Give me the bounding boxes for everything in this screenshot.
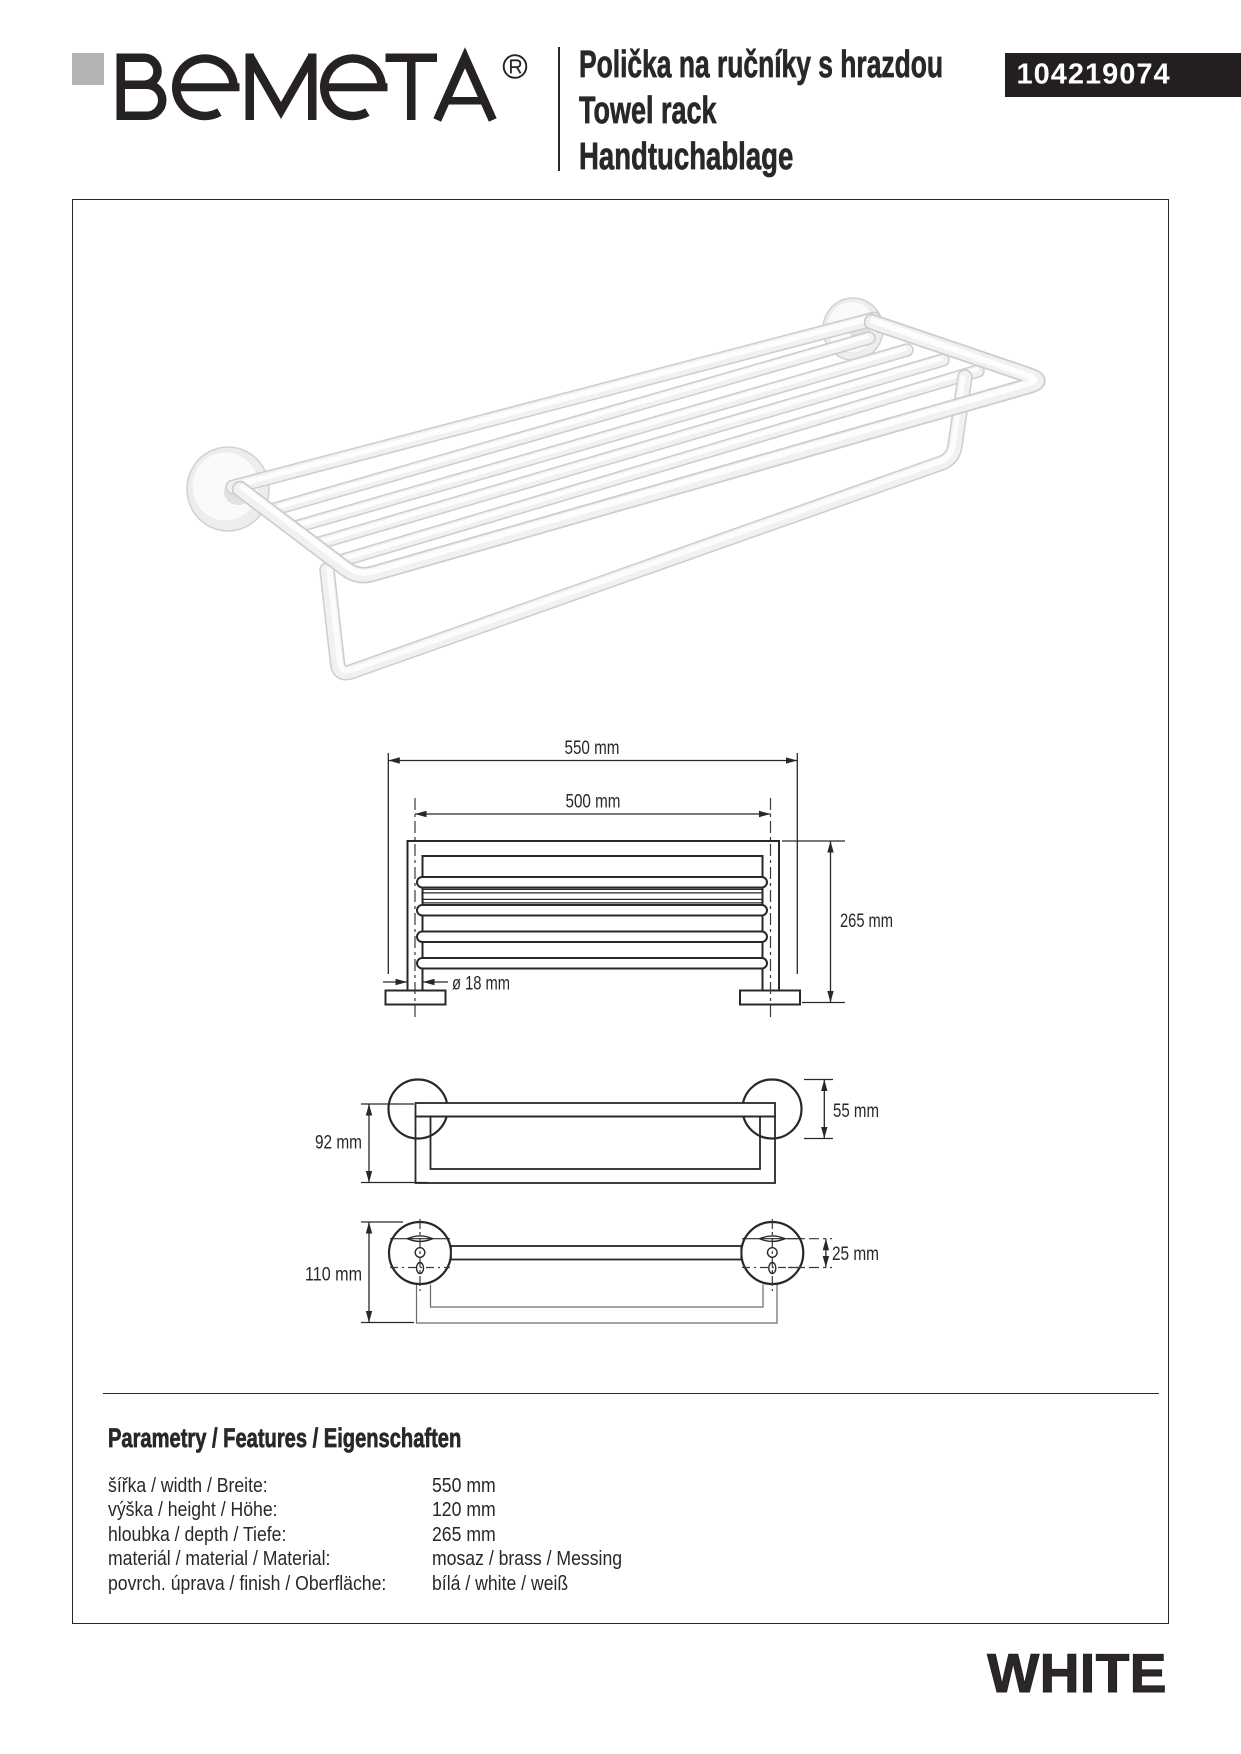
front-view <box>361 1219 832 1324</box>
product-code-box: 104219074 <box>1005 53 1241 97</box>
dim-110 <box>361 1221 414 1324</box>
dim-label-92: 92 mm <box>315 1132 362 1154</box>
dim-92 <box>361 1103 428 1184</box>
param-label: výška / height / Höhe: <box>108 1498 278 1521</box>
plan-view <box>383 753 845 1019</box>
technical-drawings: 550 mm 500 mm 265 mm ø 18 mm 92 mm 55 mm… <box>186 297 1046 1324</box>
param-row-height: výška / height / Höhe: 120 mm <box>108 1498 496 1523</box>
param-row-material: materiál / material / Material: mosaz / … <box>108 1547 622 1572</box>
product-title-block: Polička na ručníky s hrazdou Towel rack … <box>579 42 1009 181</box>
param-label: povrch. úprava / finish / Oberfläche: <box>108 1571 387 1595</box>
param-value: 265 mm <box>432 1522 496 1546</box>
param-value: 550 mm <box>432 1473 496 1497</box>
params-table: šířka / width / Breite: 550 mm výška / h… <box>108 1473 622 1597</box>
dim-55 <box>804 1078 833 1140</box>
screw-detail-left <box>390 1219 450 1291</box>
param-label: hloubka / depth / Tiefe: <box>108 1522 287 1546</box>
registered-mark-icon <box>502 54 528 79</box>
dim-label-265: 265 mm <box>840 910 893 932</box>
dim-label-55: 55 mm <box>833 1100 879 1122</box>
param-label: materiál / material / Material: <box>108 1547 331 1570</box>
param-row-depth: hloubka / depth / Tiefe: 265 mm <box>108 1522 496 1548</box>
product-title-text: Handtuchablage <box>579 136 794 179</box>
left-flange <box>186 446 270 532</box>
dimension-labels: 550 mm 500 mm 265 mm ø 18 mm 92 mm 55 mm… <box>305 737 893 1286</box>
param-row-finish: povrch. úprava / finish / Oberfläche: bí… <box>108 1571 568 1597</box>
shelf-frame <box>231 313 1046 584</box>
towel-bar <box>319 369 973 681</box>
side-view <box>361 1078 833 1184</box>
params-heading: Parametry / Features / Eigenschaften <box>108 1423 582 1454</box>
dim-label-18: ø 18 mm <box>452 973 510 995</box>
finish-label: WHITE <box>987 1641 1167 1704</box>
param-row-width: šířka / width / Breite: 550 mm <box>108 1473 496 1499</box>
dim-label-500: 500 mm <box>566 791 621 813</box>
back-rail <box>225 311 882 495</box>
product-render <box>186 297 1046 681</box>
dim-label-550: 550 mm <box>565 737 620 759</box>
product-title-de: Handtuchablage <box>579 134 1009 180</box>
param-value: bílá / white / weiß <box>432 1571 569 1595</box>
param-label: šířka / width / Breite: <box>108 1473 268 1497</box>
product-title-text: Towel rack <box>579 90 717 133</box>
bemeta-logo <box>72 47 528 122</box>
logo-square <box>72 53 104 85</box>
param-value: 120 mm <box>432 1498 496 1521</box>
dim-label-110: 110 mm <box>305 1264 362 1286</box>
product-title-en: Towel rack <box>579 88 1009 134</box>
content-frame <box>72 199 1169 1624</box>
shelf-bars <box>261 331 985 568</box>
header-divider <box>558 47 560 171</box>
product-title-cs: Polička na ručníky s hrazdou <box>579 42 1009 88</box>
param-value: mosaz / brass / Messing <box>432 1547 623 1570</box>
product-title-text: Polička na ručníky s hrazdou <box>579 44 943 87</box>
product-code: 104219074 <box>1016 58 1171 91</box>
dim-label-25: 25 mm <box>832 1243 879 1265</box>
dim-550 <box>387 753 798 974</box>
params-heading-text: Parametry / Features / Eigenschaften <box>108 1423 462 1454</box>
params-divider <box>103 1393 1159 1395</box>
logo-letters <box>116 47 497 122</box>
dim-265 <box>782 840 845 1004</box>
